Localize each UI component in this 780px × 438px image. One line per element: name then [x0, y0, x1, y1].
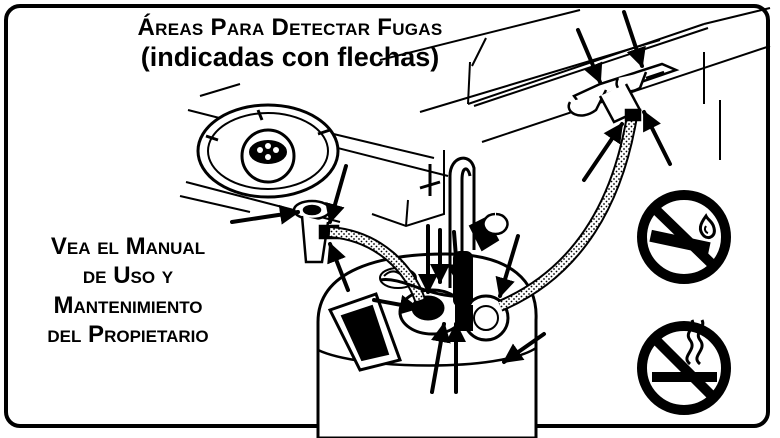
note-line-3: Mantenimiento [53, 291, 203, 319]
manual-reference-note: Vea el Manual de Uso y Mantenimiento del… [18, 232, 238, 349]
leak-arrow [230, 204, 300, 225]
tank-arm [419, 156, 476, 288]
leak-arrow [327, 242, 350, 292]
note-line-1: Vea el Manual [50, 233, 206, 260]
leak-arrow [495, 234, 520, 298]
gas-hoses [329, 115, 638, 312]
title-line-2: (indicadas con flechas) [140, 41, 440, 72]
leak-arrow [502, 332, 546, 364]
leak-arrow [582, 122, 624, 182]
no-smoking-icon [637, 319, 731, 415]
leak-point-arrows [230, 10, 672, 394]
note-line-4: del Propietario [47, 320, 209, 348]
side-burner [196, 103, 340, 199]
title-line-1: Áreas Para Detectar Fugas [137, 14, 443, 41]
leak-arrow [430, 322, 451, 394]
leak-arrow [642, 110, 672, 166]
diagram-title: Áreas Para Detectar Fugas (indicadas con… [100, 14, 480, 73]
gas-manifold [567, 62, 680, 124]
leak-arrow [372, 294, 420, 315]
leak-arrow [576, 28, 603, 84]
no-open-flame-icon [637, 190, 731, 284]
leak-arrow [446, 230, 467, 284]
leak-arrow [622, 10, 646, 68]
leak-arrow [325, 164, 348, 224]
grill-frame-lines [379, 7, 771, 160]
note-line-2: de Uso y [82, 262, 174, 290]
